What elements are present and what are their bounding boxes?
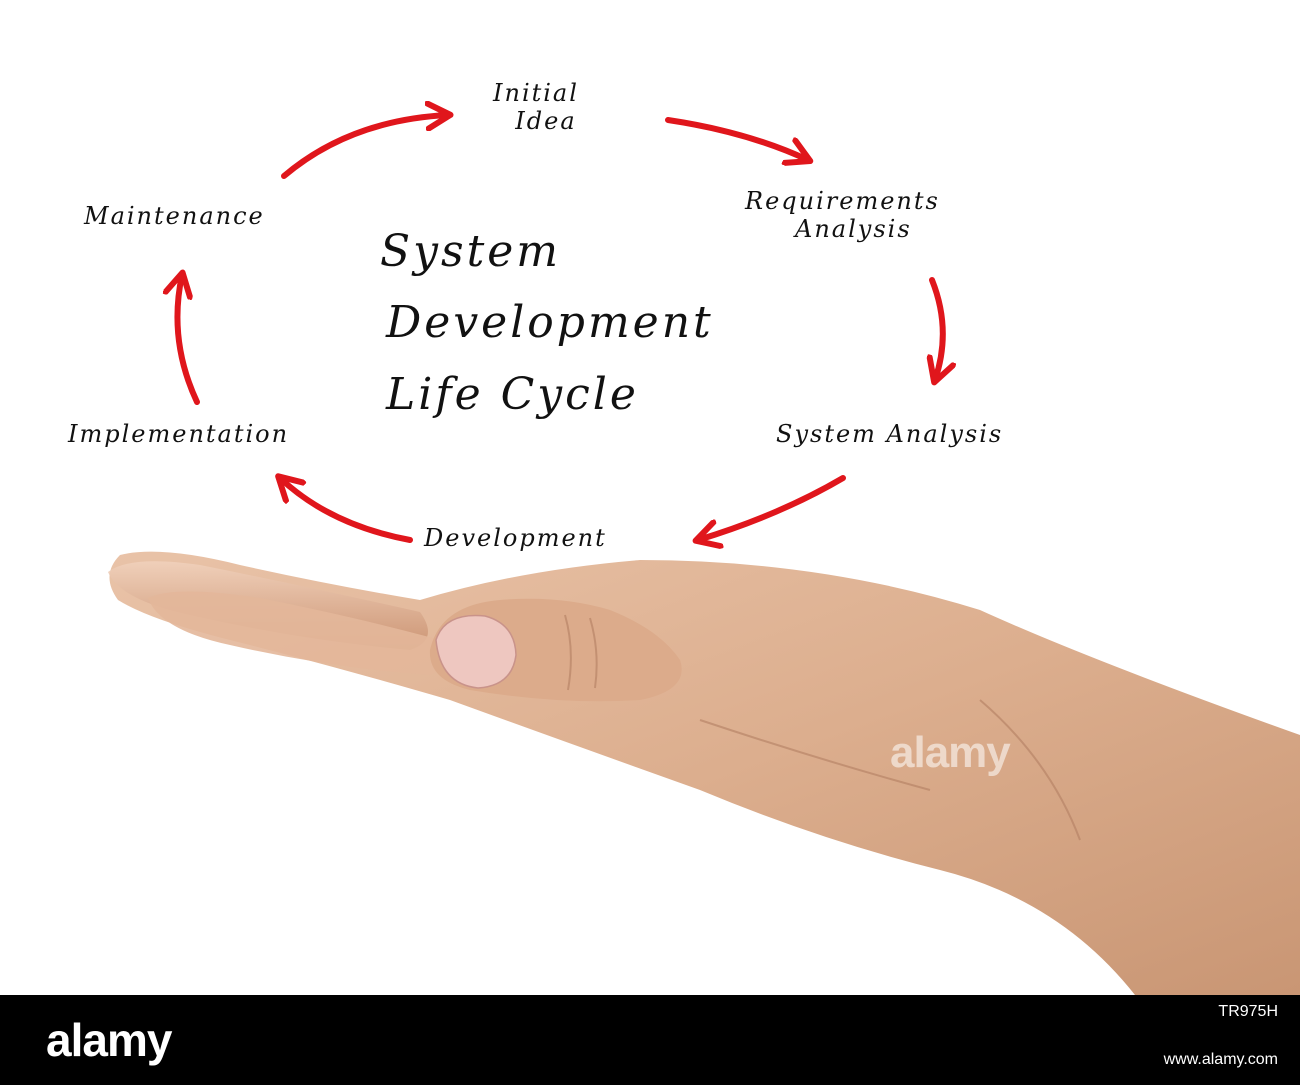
stage-requirements-analysis: Requirements Analysis [745,187,940,243]
open-hand [108,551,1300,995]
stage-development: Development [424,524,607,552]
stage-maintenance: Maintenance [84,202,265,230]
stage-system-analysis: System Analysis [776,420,1004,448]
arrow-requirements-to-system-analysis [932,277,943,380]
image-id: TR975H [1218,1003,1278,1020]
stage-initial-idea: Initial Idea [493,79,579,135]
arrow-development-to-implementation [280,478,413,543]
arrow-idea-to-requirements [665,117,808,160]
diagram-title: System Development Life Cycle [380,226,714,420]
arrow-implementation-to-maintenance [177,275,200,405]
cycle-arrows [0,0,1300,995]
photo-scene: Initial Idea Requirements Analysis Syste… [0,0,1300,995]
stage-implementation: Implementation [68,420,290,448]
arrow-system-analysis-to-development [698,475,846,540]
arrow-maintenance-to-idea [281,115,448,179]
alamy-logo: alamy [46,1014,172,1066]
footer-banner: alamy TR975H www.alamy.com [0,995,1300,1085]
alamy-watermark: alamy [890,728,1011,777]
site-url: www.alamy.com [1163,1051,1278,1068]
